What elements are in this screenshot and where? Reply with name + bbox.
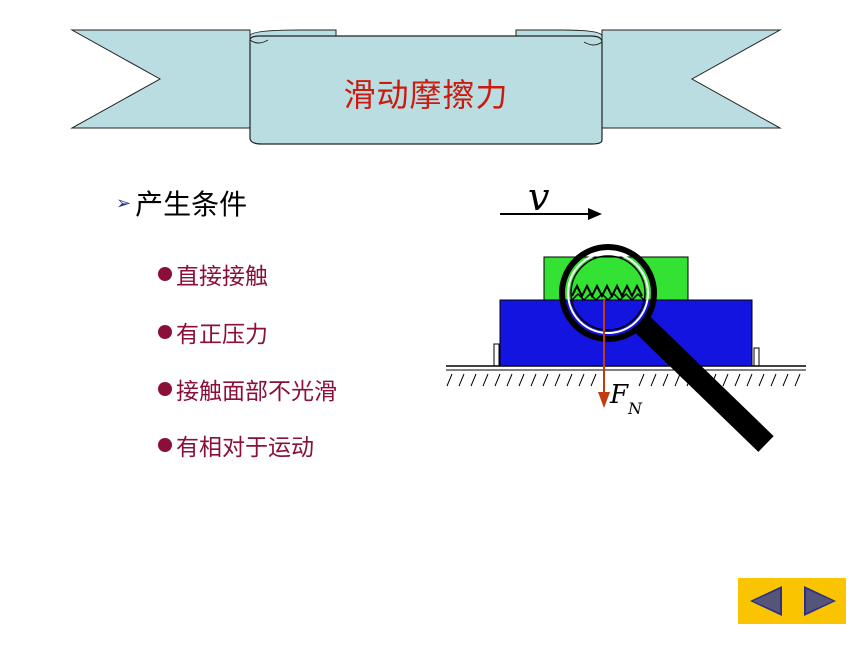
force-label: F [609,380,629,410]
title-banner [70,29,782,145]
force-label-subscript: N [627,399,643,418]
velocity-arrowhead [588,208,602,220]
list-item: 有相对于运动 [158,428,314,462]
slide-title: 滑动摩擦力 [343,76,509,114]
normal-force-arrowhead [598,392,610,408]
list-item: 直接接触 [158,257,268,291]
bullet-dot-icon [158,267,172,281]
heading-text: 产生条件 [135,188,248,221]
triangle-left-icon [750,586,782,616]
velocity-label: v [528,175,550,219]
bullet-dot-icon [158,438,172,452]
arrow-bullet-icon: ➢ [116,192,132,214]
magnifier-icon [559,244,774,452]
list-item: 有正压力 [158,315,268,349]
section-heading: ➢ 产生条件 [116,183,247,223]
triangle-right-icon [804,586,836,616]
bullet-dot-icon [158,325,172,339]
bullet-dot-icon [158,382,172,396]
slide-nav [738,578,846,624]
friction-diagram: v [446,175,806,452]
next-slide-button[interactable] [792,578,846,624]
list-item: 接触面部不光滑 [158,372,337,406]
prev-slide-button[interactable] [738,578,792,624]
